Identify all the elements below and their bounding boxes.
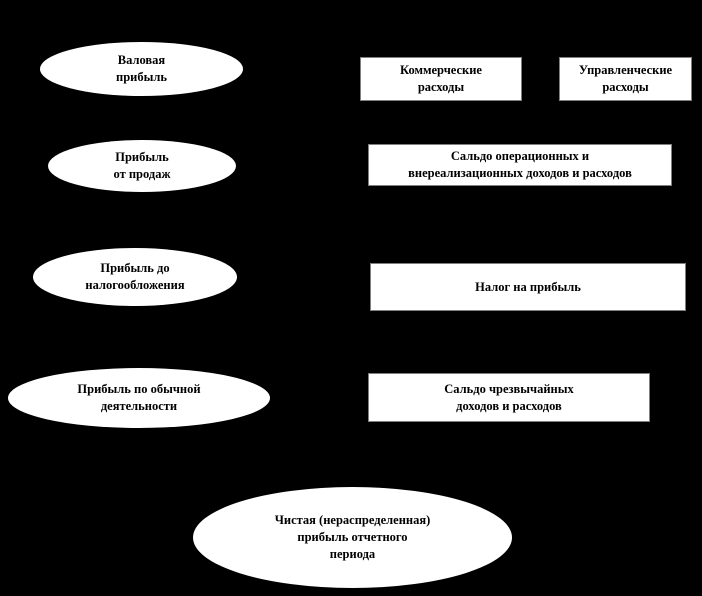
node-net-profit-ellipse: Чистая (нераспределенная) прибыль отчетн…: [193, 487, 512, 588]
node-ordinary-activity-profit-ellipse: Прибыль по обычной деятельности: [8, 368, 270, 428]
node-pretax-profit-ellipse: Прибыль до налогообложения: [33, 248, 237, 306]
node-income-tax-box: Налог на прибыль: [370, 263, 686, 311]
node-sales-profit-ellipse: Прибыль от продаж: [48, 140, 236, 192]
node-gross-profit-ellipse: Валовая прибыль: [40, 42, 243, 96]
node-operating-balance-box: Сальдо операционных и внереализационных …: [368, 144, 672, 186]
node-administrative-expenses-box: Управленческие расходы: [559, 57, 692, 101]
node-extraordinary-balance-box: Сальдо чрезвычайных доходов и расходов: [368, 373, 650, 422]
node-commercial-expenses-box: Коммерческие расходы: [360, 57, 522, 101]
